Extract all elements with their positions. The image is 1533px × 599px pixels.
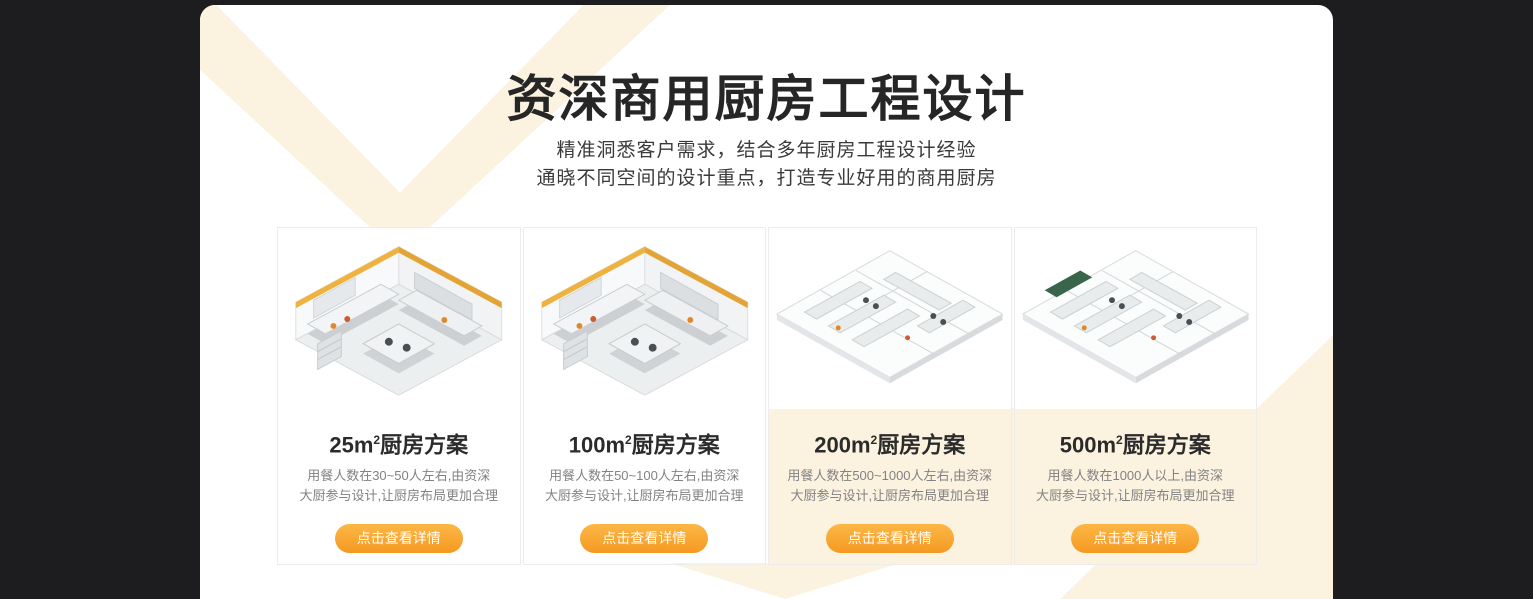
section-subtitle-line2: 通晓不同空间的设计重点，打造专业好用的商用厨房 [536, 168, 997, 189]
kitchen-render-image-200sqm [769, 228, 1011, 409]
card-title: 25m2厨房方案 [278, 427, 520, 458]
kitchen-plan-card-100sqm: 100m2厨房方案 用餐人数在50~100人左右,由资深 大厨参与设计,让厨房布… [522, 227, 766, 565]
card-area-value: 25m [329, 432, 374, 458]
card-description-line1: 用餐人数在500~1000人左右,由资深 [787, 468, 993, 484]
view-details-button[interactable]: 点击查看详情 [334, 524, 463, 554]
view-details-button[interactable]: 点击查看详情 [1071, 524, 1200, 554]
card-title: 500m2厨房方案 [1015, 427, 1257, 458]
card-title: 200m2厨房方案 [769, 427, 1011, 458]
kitchen-render-image-100sqm [523, 228, 765, 409]
card-title: 100m2厨房方案 [524, 427, 766, 458]
section-subtitle-line1: 精准洞悉客户需求，结合多年厨房工程设计经验 [556, 140, 977, 161]
kitchen-plan-card-25sqm: 25m2厨房方案 用餐人数在30~50人左右,由资深 大厨参与设计,让厨房布局更… [277, 227, 521, 565]
card-description-line2: 大厨参与设计,让厨房布局更加合理 [1035, 488, 1235, 504]
card-title-suffix: 厨房方案 [631, 432, 720, 458]
kitchen-render-image-500sqm [1014, 228, 1256, 409]
card-description-line2: 大厨参与设计,让厨房布局更加合理 [790, 488, 990, 504]
card-description: 用餐人数在50~100人左右,由资深 大厨参与设计,让厨房布局更加合理 [524, 466, 766, 506]
card-body: 25m2厨房方案 用餐人数在30~50人左右,由资深 大厨参与设计,让厨房布局更… [278, 409, 520, 564]
card-area-superscript: 2 [870, 433, 878, 447]
card-description: 用餐人数在1000人以上,由资深 大厨参与设计,让厨房布局更加合理 [1015, 466, 1257, 506]
card-body: 500m2厨房方案 用餐人数在1000人以上,由资深 大厨参与设计,让厨房布局更… [1015, 409, 1257, 564]
view-details-button[interactable]: 点击查看详情 [825, 524, 954, 554]
card-description-line1: 用餐人数在30~50人左右,由资深 [307, 468, 491, 484]
card-description-line1: 用餐人数在50~100人左右,由资深 [549, 468, 740, 484]
kitchen-plan-card-200sqm: 200m2厨房方案 用餐人数在500~1000人左右,由资深 大厨参与设计,让厨… [768, 227, 1012, 565]
card-body: 100m2厨房方案 用餐人数在50~100人左右,由资深 大厨参与设计,让厨房布… [524, 409, 766, 564]
card-description-line1: 用餐人数在1000人以上,由资深 [1047, 468, 1224, 484]
decorative-chevron-bottom [670, 563, 900, 599]
kitchen-render-image-25sqm [278, 228, 520, 409]
content-panel: 资深商用厨房工程设计 精准洞悉客户需求，结合多年厨房工程设计经验 通晓不同空间的… [200, 5, 1333, 599]
kitchen-plan-card-500sqm: 500m2厨房方案 用餐人数在1000人以上,由资深 大厨参与设计,让厨房布局更… [1013, 227, 1257, 565]
card-area-superscript: 2 [1116, 433, 1123, 447]
card-description: 用餐人数在500~1000人左右,由资深 大厨参与设计,让厨房布局更加合理 [769, 466, 1011, 506]
card-area-superscript: 2 [625, 433, 632, 447]
card-area-value: 500m [1059, 432, 1117, 458]
card-area-superscript: 2 [373, 433, 381, 447]
card-title-suffix: 厨房方案 [877, 432, 966, 458]
kitchen-plan-cards: 25m2厨房方案 用餐人数在30~50人左右,由资深 大厨参与设计,让厨房布局更… [277, 227, 1257, 565]
card-area-value: 100m [568, 432, 626, 458]
card-description: 用餐人数在30~50人左右,由资深 大厨参与设计,让厨房布局更加合理 [278, 466, 520, 506]
section-title: 资深商用厨房工程设计 [506, 71, 1027, 127]
card-description-line2: 大厨参与设计,让厨房布局更加合理 [299, 488, 499, 504]
card-description-line2: 大厨参与设计,让厨房布局更加合理 [544, 488, 744, 504]
card-title-suffix: 厨房方案 [380, 432, 469, 458]
card-body: 200m2厨房方案 用餐人数在500~1000人左右,由资深 大厨参与设计,让厨… [769, 409, 1011, 564]
card-area-value: 200m [814, 432, 871, 458]
card-title-suffix: 厨房方案 [1122, 432, 1211, 458]
view-details-button[interactable]: 点击查看详情 [580, 524, 709, 554]
